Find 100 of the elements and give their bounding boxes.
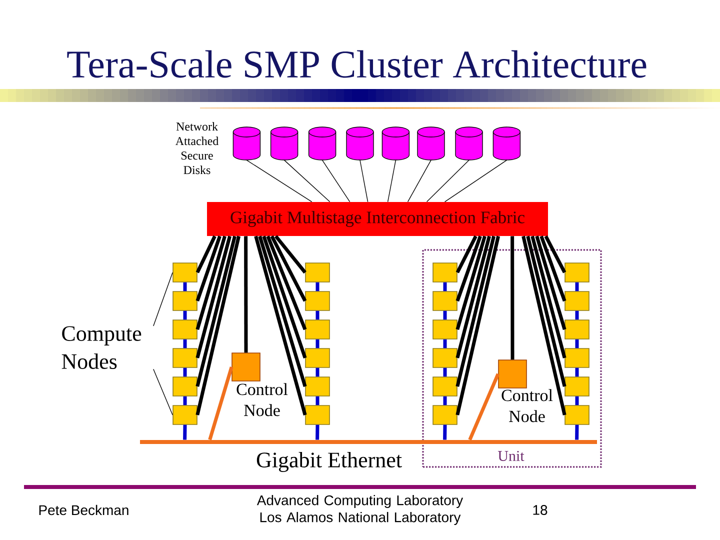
link-line — [575, 424, 579, 440]
link-line — [444, 160, 508, 202]
link-line — [244, 236, 248, 353]
link-line — [456, 236, 491, 358]
link-line — [196, 236, 232, 358]
link-line — [443, 368, 447, 377]
compute-node-box — [564, 348, 590, 368]
leader-line — [153, 272, 173, 326]
link-line — [183, 339, 187, 348]
link-line — [183, 396, 187, 406]
link-line — [262, 236, 307, 359]
link-line — [246, 160, 312, 202]
link-line — [254, 236, 307, 416]
disk-cylinder — [308, 126, 336, 160]
disk-cylinder — [346, 126, 374, 160]
link-line — [456, 236, 482, 302]
link-line — [426, 160, 470, 202]
link-line — [456, 236, 486, 330]
link-line — [196, 236, 240, 416]
compute-node-box — [564, 405, 590, 425]
compute-node-box — [305, 320, 330, 340]
link-line — [575, 396, 579, 406]
compute-node-box — [305, 376, 330, 396]
link-line — [526, 236, 566, 387]
link-line — [183, 368, 187, 377]
link-line — [316, 424, 320, 440]
fabric-box: Gigabit Multistage Interconnection Fabric — [207, 202, 548, 236]
compute-node-box — [305, 291, 330, 311]
disk-cylinder — [232, 126, 261, 160]
node-caption: Control Node — [236, 383, 288, 416]
callout-label: Compute Nodes — [62, 326, 142, 369]
link-line — [196, 236, 236, 387]
link-line — [575, 368, 579, 377]
link-line — [522, 236, 566, 416]
compute-node-box — [432, 320, 458, 340]
link-line — [510, 236, 514, 360]
link-line — [443, 424, 447, 440]
link-line — [274, 235, 306, 274]
link-line — [183, 424, 187, 440]
node-caption: Control Node — [502, 389, 553, 422]
link-line — [266, 236, 307, 330]
compute-node-box — [172, 376, 198, 396]
bus-label: Gigabit Ethernet — [256, 452, 402, 472]
compute-node-box — [305, 348, 330, 368]
compute-node-box — [172, 348, 198, 368]
compute-node-box — [564, 291, 590, 311]
disk-cylinder — [417, 126, 445, 160]
link-line — [443, 282, 447, 292]
compute-node-box — [172, 262, 198, 282]
compute-node-box — [305, 262, 330, 282]
disk-cylinder — [270, 126, 298, 160]
compute-node-box — [172, 320, 198, 340]
link-line — [316, 368, 320, 377]
link-line — [468, 373, 500, 440]
link-line — [316, 396, 320, 406]
link-line — [443, 310, 447, 320]
link-line — [316, 282, 320, 292]
link-line — [284, 160, 330, 202]
link-line — [530, 236, 566, 358]
compute-node-box — [432, 376, 458, 396]
link-line — [575, 339, 579, 348]
link-line — [456, 236, 500, 416]
link-line — [535, 236, 566, 330]
link-line — [575, 282, 579, 292]
unit-label: Unit — [498, 450, 524, 462]
author-name: Pete Beckman — [39, 504, 128, 516]
compute-node-box — [432, 348, 458, 368]
disk-cylinder — [455, 126, 483, 160]
link-line — [443, 396, 447, 406]
compute-node-box — [172, 405, 198, 425]
compute-node-box — [172, 291, 198, 311]
disk-cylinder — [382, 126, 410, 160]
link-line — [183, 282, 187, 292]
link-line — [387, 160, 396, 202]
link-line — [196, 236, 226, 330]
compute-node-box — [564, 320, 590, 340]
link-line — [258, 236, 307, 387]
link-line — [407, 160, 432, 202]
link-line — [322, 160, 350, 202]
link-line — [575, 310, 579, 320]
link-line — [196, 235, 216, 274]
link-line — [544, 235, 566, 274]
link-line — [360, 160, 368, 202]
link-line — [316, 339, 320, 348]
storage-label: Network Attached Secure Disks — [175, 122, 219, 174]
link-line — [208, 366, 234, 440]
footer-text: Advanced Computing Laboratory Los Alamos National Laboratory — [256, 494, 464, 525]
compute-node-box — [564, 262, 590, 282]
compute-node-box — [432, 405, 458, 425]
disk-cylinder — [492, 126, 521, 160]
link-line — [540, 236, 566, 302]
leader-line — [153, 368, 173, 416]
compute-node-box — [305, 405, 330, 425]
compute-node-box — [432, 262, 458, 282]
link-line — [183, 310, 187, 320]
link-line — [443, 339, 447, 348]
link-line — [456, 235, 478, 274]
compute-node-box — [564, 376, 590, 396]
page-number: 18 — [533, 505, 548, 515]
link-line — [456, 236, 496, 387]
